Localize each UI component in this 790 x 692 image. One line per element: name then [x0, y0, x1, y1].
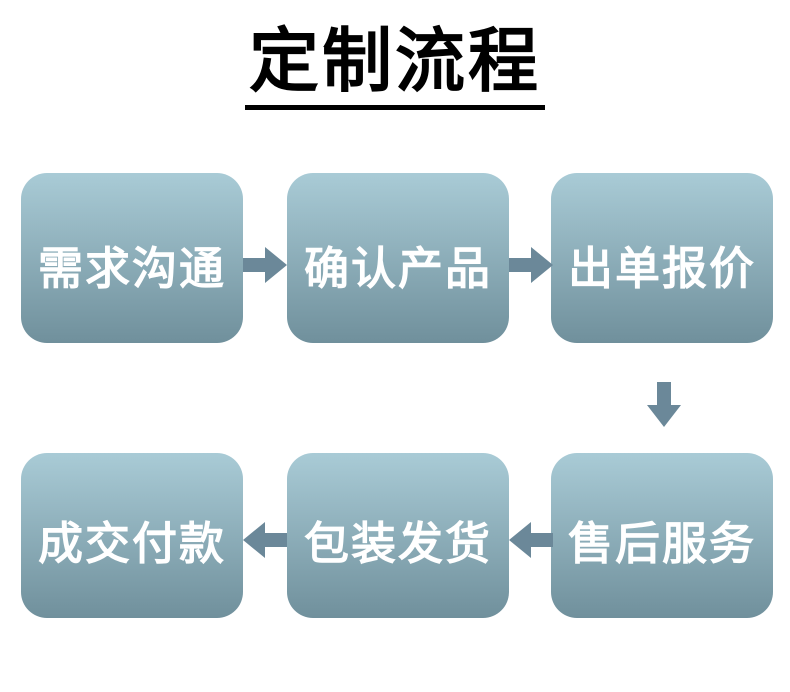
arrow-right-icon: [243, 247, 287, 283]
arrow-head: [265, 247, 287, 283]
flow-step-deal-payment: 成交付款: [21, 453, 243, 618]
page-title: 定制流程: [245, 20, 545, 110]
arrow-head: [531, 247, 553, 283]
flow-step-confirm-product: 确认产品: [287, 173, 509, 343]
arrow-shaft: [657, 382, 671, 405]
arrow-left-icon: [243, 522, 287, 558]
flow-step-label: 包装发货: [303, 517, 492, 570]
arrow-shaft: [509, 258, 531, 272]
arrow-head: [509, 522, 531, 558]
flow-step-label: 确认产品: [303, 241, 492, 295]
arrow-head: [243, 522, 265, 558]
flow-step-order-quotation: 出单报价: [551, 173, 773, 343]
flow-step-demand-communication: 需求沟通: [21, 173, 243, 343]
flow-step-label: 售后服务: [567, 517, 756, 570]
arrow-right-icon: [509, 247, 553, 283]
flow-step-label: 需求沟通: [37, 241, 226, 295]
flow-step-after-sales-service: 售后服务: [551, 453, 773, 618]
arrow-shaft: [243, 258, 265, 272]
flow-step-label: 成交付款: [37, 517, 226, 570]
arrow-left-icon: [509, 522, 553, 558]
arrow-shaft: [531, 533, 553, 547]
arrow-down-icon: [647, 382, 681, 427]
flow-step-label: 出单报价: [567, 241, 756, 295]
page-title-wrap: 定制流程: [0, 20, 790, 110]
arrow-shaft: [265, 533, 287, 547]
flow-step-packing-shipping: 包装发货: [287, 453, 509, 618]
arrow-head: [647, 405, 681, 427]
